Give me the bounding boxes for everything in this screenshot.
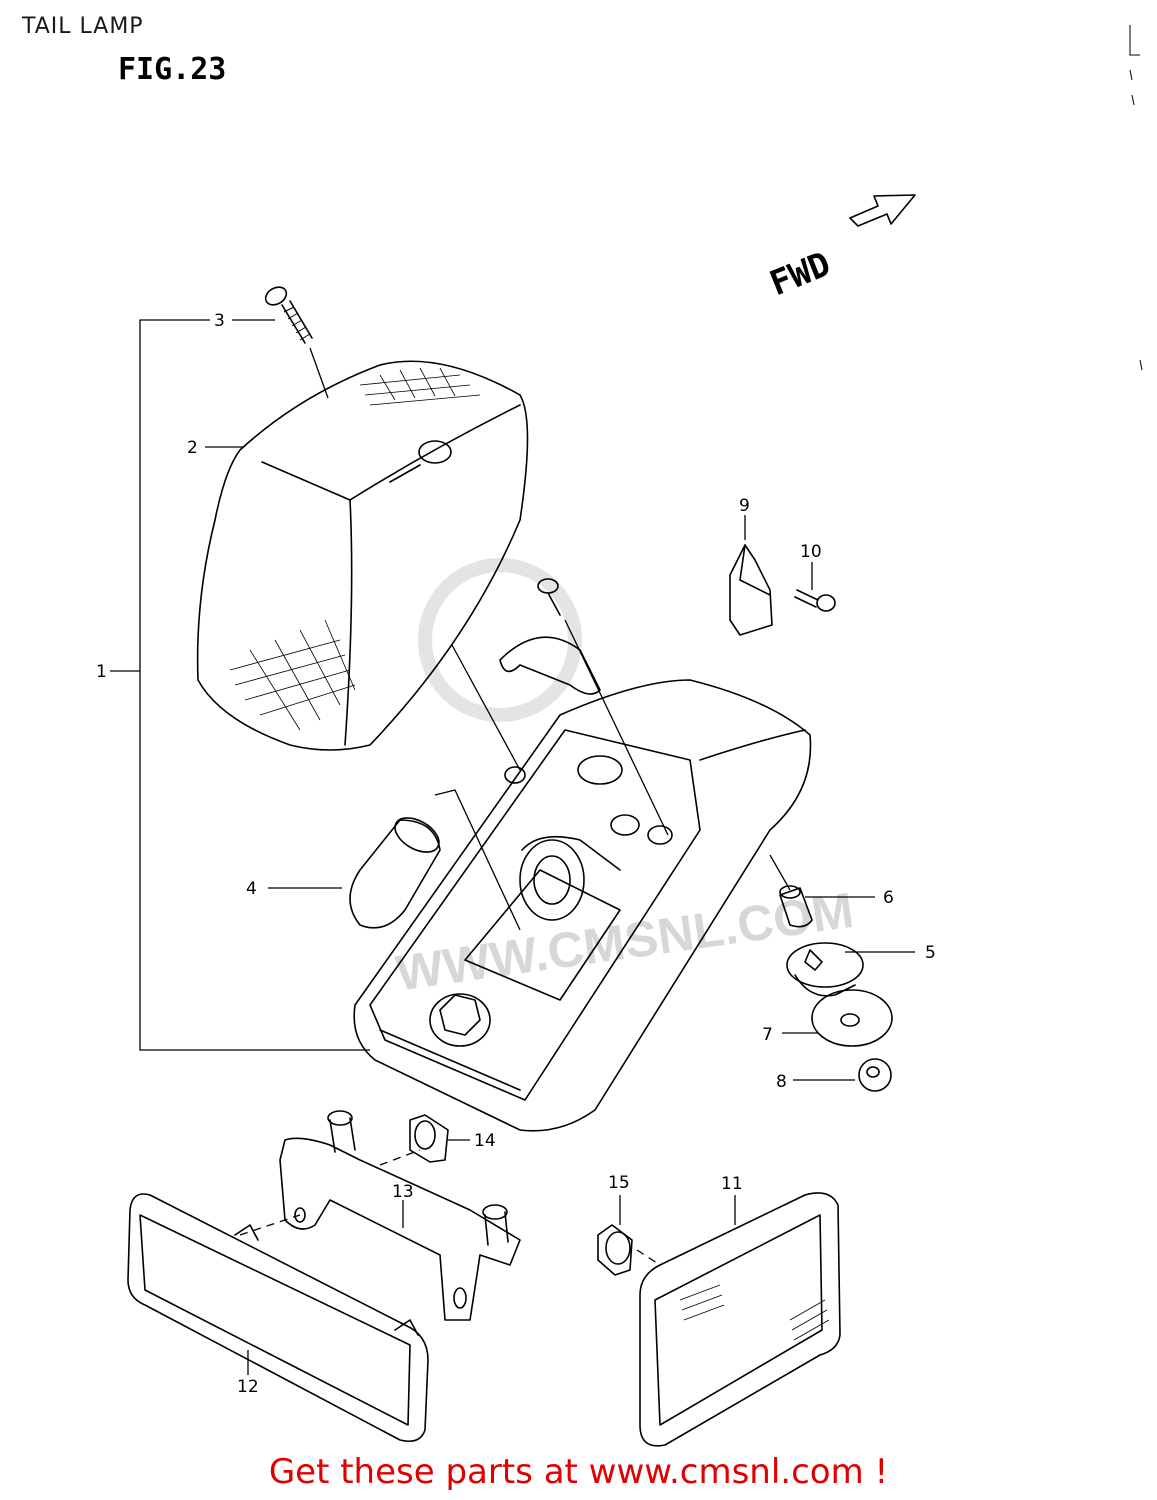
scan-edge-marks <box>1129 25 1143 371</box>
callout-2: 2 <box>187 438 198 458</box>
tail-lamp-housing <box>353 679 812 1132</box>
callout-10: 10 <box>800 542 822 562</box>
callout-11: 11 <box>721 1174 743 1194</box>
watermark: WWW.CMSNL.COM <box>393 558 857 1002</box>
bulb-4 <box>349 817 441 929</box>
screw-3 <box>264 286 313 344</box>
nut-8 <box>858 1058 892 1092</box>
callout-12: 12 <box>237 1377 259 1397</box>
nut-15 <box>597 1224 633 1276</box>
figure-label: FIG.23 <box>118 52 227 87</box>
reflector-11 <box>639 1192 841 1447</box>
promo-footer-link[interactable]: Get these parts at www.cmsnl.com ! <box>268 1452 889 1492</box>
callout-3: 3 <box>214 311 225 331</box>
callout-4: 4 <box>246 879 257 899</box>
nut-14 <box>409 1114 449 1163</box>
screw-10 <box>794 589 836 612</box>
callout-7: 7 <box>762 1025 773 1045</box>
part-callouts: 1 2 3 4 5 6 7 8 9 10 11 12 13 14 15 <box>96 311 936 1397</box>
fwd-arrow-icon <box>849 194 916 227</box>
callout-14: 14 <box>474 1131 496 1151</box>
callout-5: 5 <box>925 943 936 963</box>
reflector-12 <box>127 1193 429 1443</box>
callout-6: 6 <box>883 888 894 908</box>
fwd-indicator: FWD <box>764 194 916 304</box>
callout-15: 15 <box>608 1173 630 1193</box>
watermark-text: WWW.CMSNL.COM <box>393 882 857 1002</box>
fwd-label: FWD <box>764 244 836 304</box>
washer-7 <box>811 989 893 1047</box>
section-title: TAIL LAMP <box>22 14 144 39</box>
spacer-6 <box>779 885 813 928</box>
grommet-5 <box>786 942 864 997</box>
tail-lamp-lens-2 <box>196 360 529 751</box>
callout-13: 13 <box>392 1182 414 1202</box>
screw-housing <box>499 578 601 695</box>
reflector-bracket-13 <box>279 1110 521 1321</box>
callout-1: 1 <box>96 662 107 682</box>
terminal-9 <box>729 544 773 636</box>
callout-8: 8 <box>776 1072 787 1092</box>
assembly-bracket-1 <box>139 319 370 1051</box>
callout-9: 9 <box>739 496 750 516</box>
